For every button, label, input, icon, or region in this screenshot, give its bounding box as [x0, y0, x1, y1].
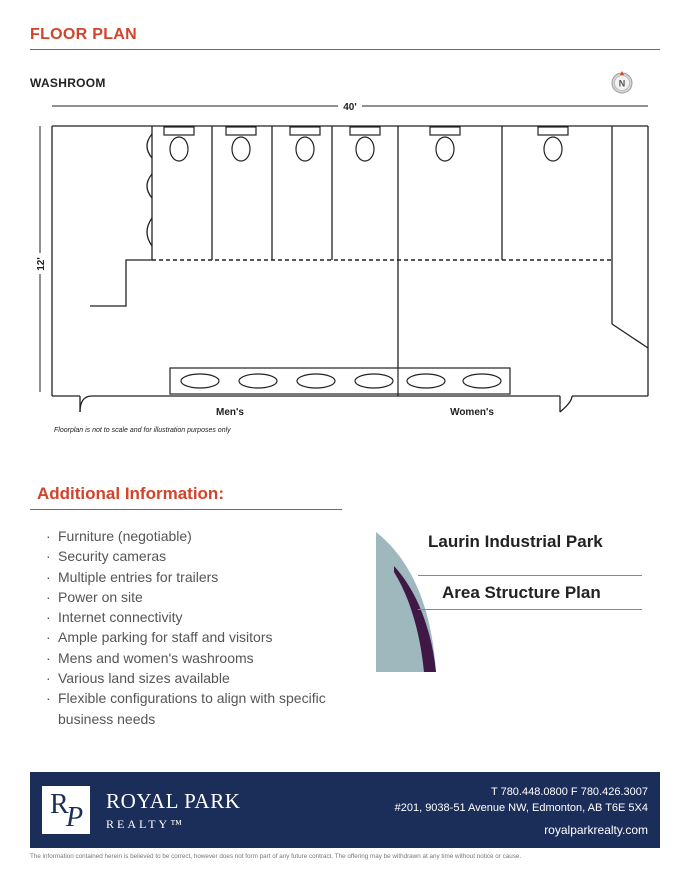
project-divider [418, 609, 642, 610]
project-divider [418, 575, 642, 576]
contact-phone: T 780.448.0800 F 780.426.3007 [491, 786, 648, 798]
list-item: Furniture (negotiable) [46, 526, 346, 547]
list-item: Flexible configurations to align with sp… [46, 688, 346, 729]
project-subtitle: Area Structure Plan [442, 583, 601, 602]
list-item: Power on site [46, 587, 346, 608]
features-list: Furniture (negotiable) Security cameras … [46, 526, 346, 729]
floorplan-disclaimer: Floorplan is not to scale and for illust… [54, 427, 231, 434]
brand-subtitle: REALTY™ [106, 817, 185, 831]
laurin-park-logo-graphic [376, 532, 436, 672]
logo-letter: R [50, 789, 69, 820]
project-name: Laurin Industrial Park [428, 532, 603, 551]
footer-banner: R P ROYAL PARK REALTY™ T 780.448.0800 F … [30, 772, 660, 848]
page-title: FLOOR PLAN [30, 26, 137, 43]
contact-address: #201, 9038-51 Avenue NW, Edmonton, AB T6… [394, 802, 648, 814]
list-item: Mens and women's washrooms [46, 648, 346, 669]
title-divider [30, 49, 660, 50]
additional-info-divider [30, 509, 342, 510]
compass-icon: N [611, 71, 633, 94]
list-item: Internet connectivity [46, 607, 346, 628]
legal-disclaimer: The information contained herein is beli… [30, 853, 522, 860]
brand-name: ROYAL PARK [106, 789, 241, 813]
height-dimension: 12' [36, 257, 47, 271]
logo-letter: P [66, 802, 84, 833]
compass-letter: N [619, 79, 626, 89]
list-item: Ample parking for staff and visitors [46, 627, 346, 648]
mens-label: Men's [216, 407, 244, 418]
width-dimension: 40' [343, 102, 357, 113]
list-item: Multiple entries for trailers [46, 567, 346, 588]
website-link[interactable]: royalparkrealty.com [544, 823, 648, 837]
list-item: Various land sizes available [46, 668, 346, 689]
floor-plan-drawing: 40' 12' [36, 102, 649, 418]
womens-label: Women's [450, 407, 494, 418]
section-label: WASHROOM [30, 76, 106, 90]
additional-info-title: Additional Information: [37, 484, 224, 503]
list-item: Security cameras [46, 546, 346, 567]
royal-park-logo: R P [42, 786, 90, 834]
